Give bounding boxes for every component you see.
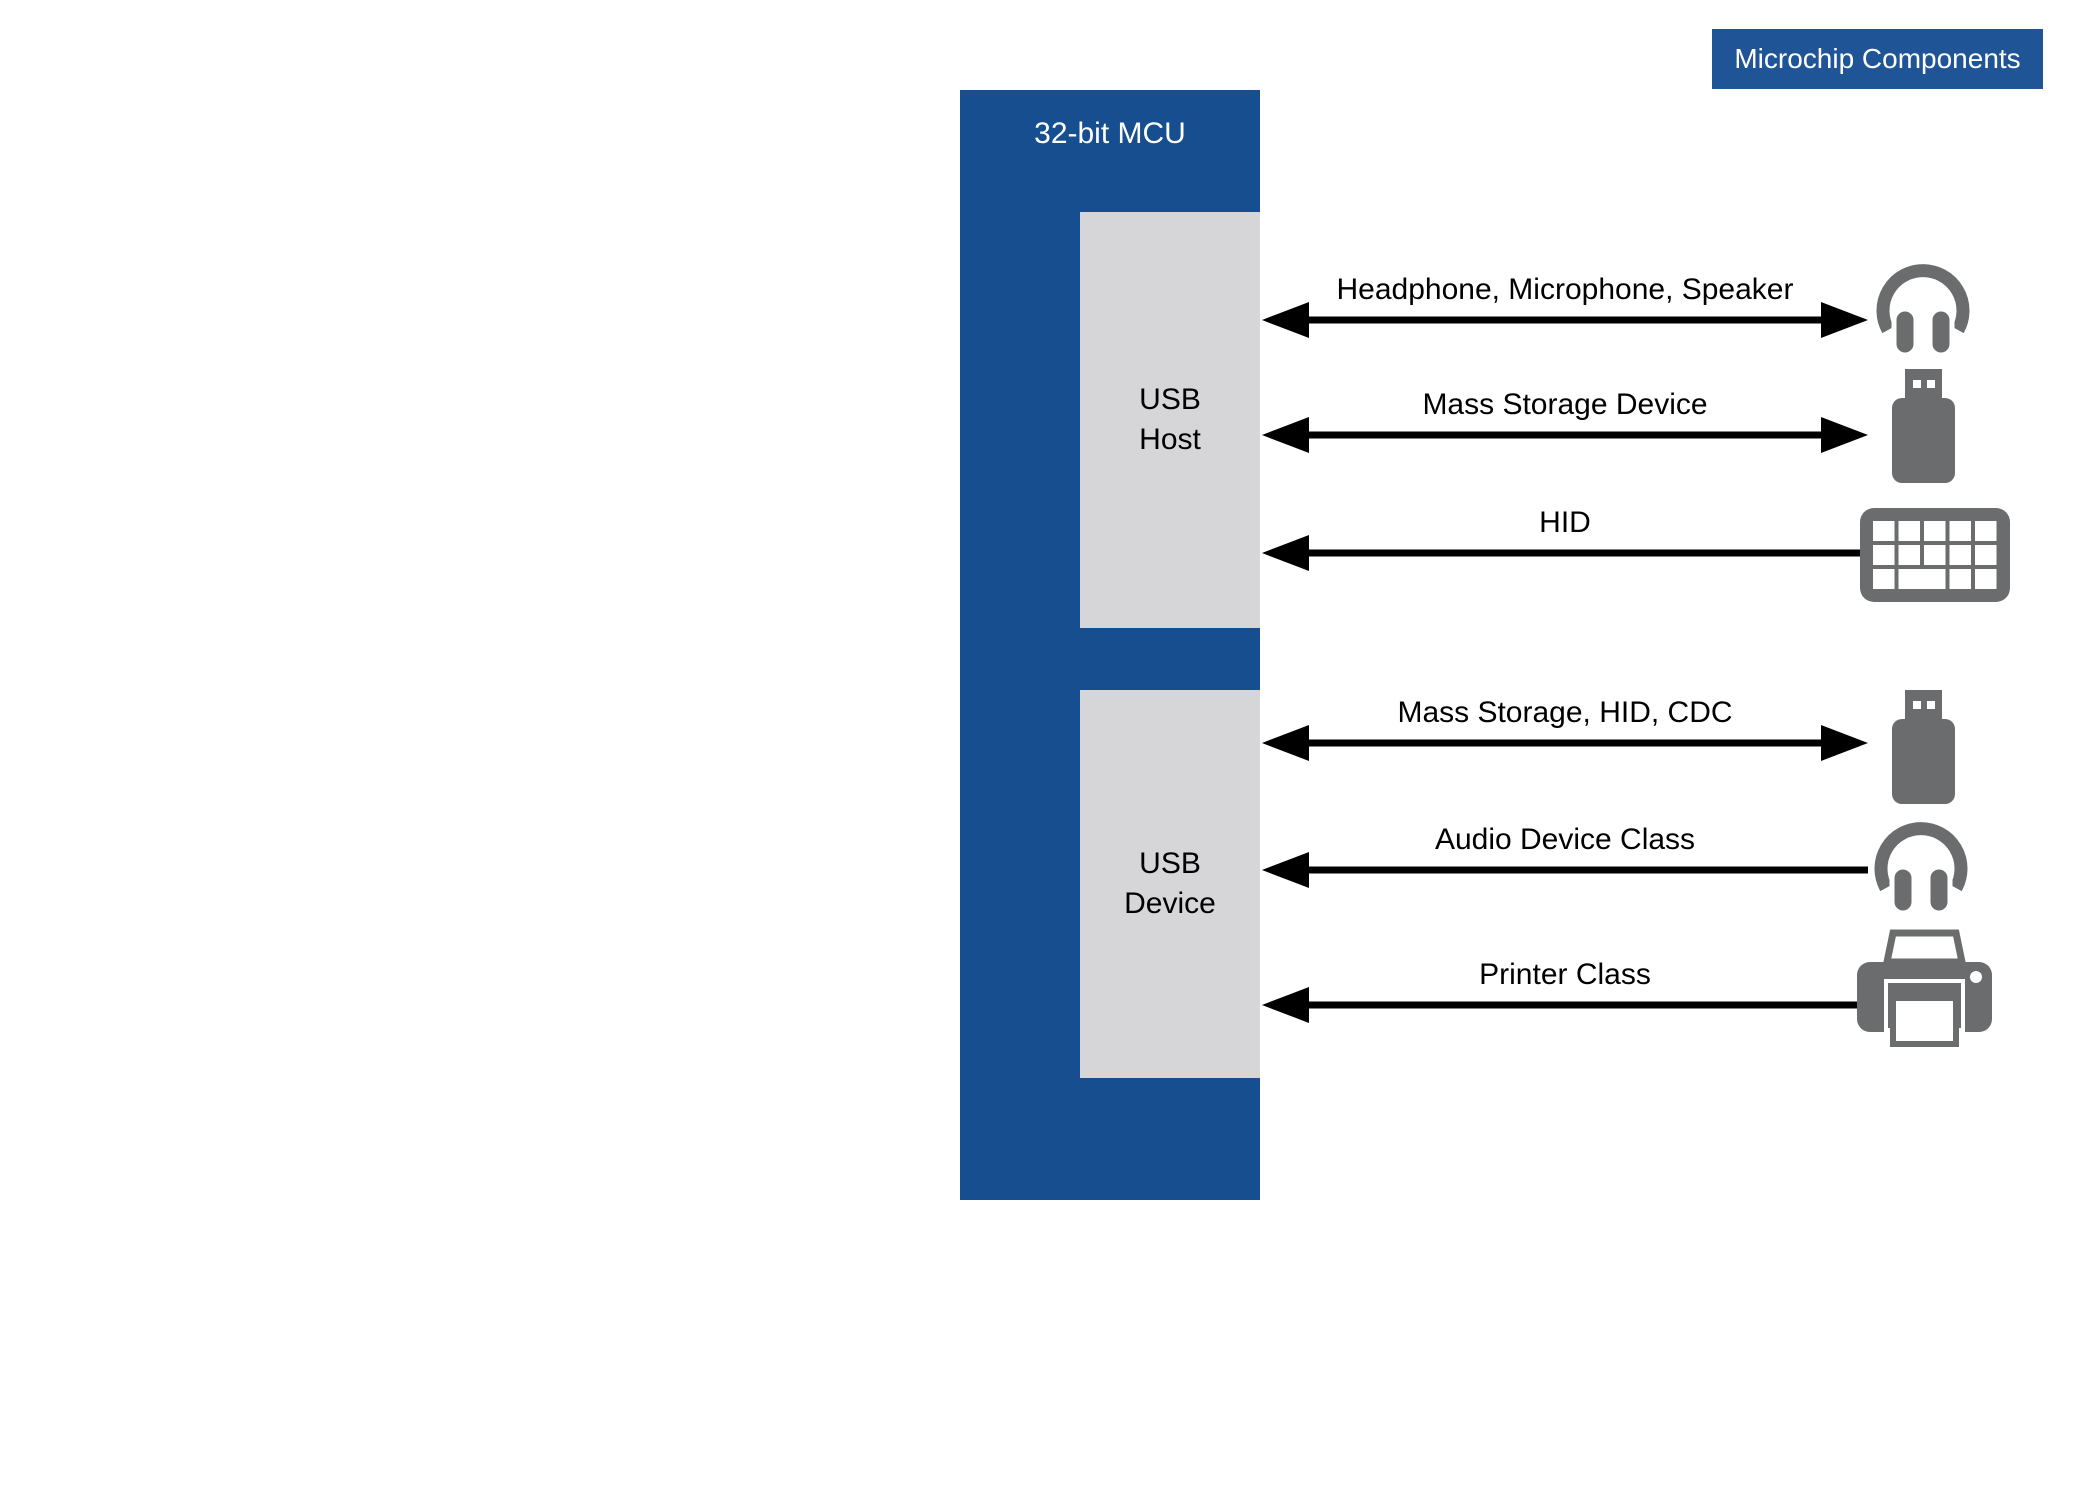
- usb-flash-drive-icon: [1892, 369, 1955, 483]
- usb-device-label-line1: USB: [1139, 847, 1201, 880]
- connection-mass-storage-device: Mass Storage Device: [1262, 385, 1868, 459]
- connection-label: Headphone, Microphone, Speaker: [1336, 273, 1794, 306]
- connection-hid: HID: [1262, 503, 1868, 577]
- double-arrow: [1262, 302, 1868, 338]
- printer-icon: [1857, 929, 1992, 1049]
- connection-label: Mass Storage, HID, CDC: [1397, 696, 1733, 729]
- microchip-components-badge: Microchip Components: [1712, 29, 2043, 89]
- usb-device-label-line2: Device: [1124, 887, 1216, 920]
- left-arrow: [1262, 852, 1868, 888]
- connection-printer-class: Printer Class: [1262, 955, 1868, 1029]
- connection-mass-storage-hid-cdc: Mass Storage, HID, CDC: [1262, 693, 1868, 767]
- headphones-icon: [1874, 262, 1972, 358]
- badge-label: Microchip Components: [1734, 43, 2021, 74]
- usb-host-label-line2: Host: [1139, 423, 1201, 456]
- headphones-icon: [1872, 820, 1970, 916]
- left-arrow: [1262, 987, 1868, 1023]
- connection-audio-device-class: Audio Device Class: [1262, 820, 1868, 894]
- connection-headphone-microphone-speaker: Headphone, Microphone, Speaker: [1262, 270, 1868, 344]
- connection-label: Audio Device Class: [1434, 823, 1696, 856]
- double-arrow: [1262, 417, 1868, 453]
- connection-label: Printer Class: [1479, 958, 1651, 991]
- usb-host-label-line1: USB: [1139, 383, 1201, 416]
- connection-label: Mass Storage Device: [1422, 388, 1708, 421]
- double-arrow: [1262, 725, 1868, 761]
- usb-device-block: USB Device: [1080, 690, 1260, 1078]
- usb-flash-drive-icon: [1892, 690, 1955, 804]
- keyboard-icon: [1860, 508, 2010, 602]
- mcu-title: 32-bit MCU: [1034, 117, 1186, 150]
- left-arrow: [1262, 535, 1868, 571]
- usb-host-block: USB Host: [1080, 212, 1260, 628]
- connection-label: HID: [1539, 506, 1591, 539]
